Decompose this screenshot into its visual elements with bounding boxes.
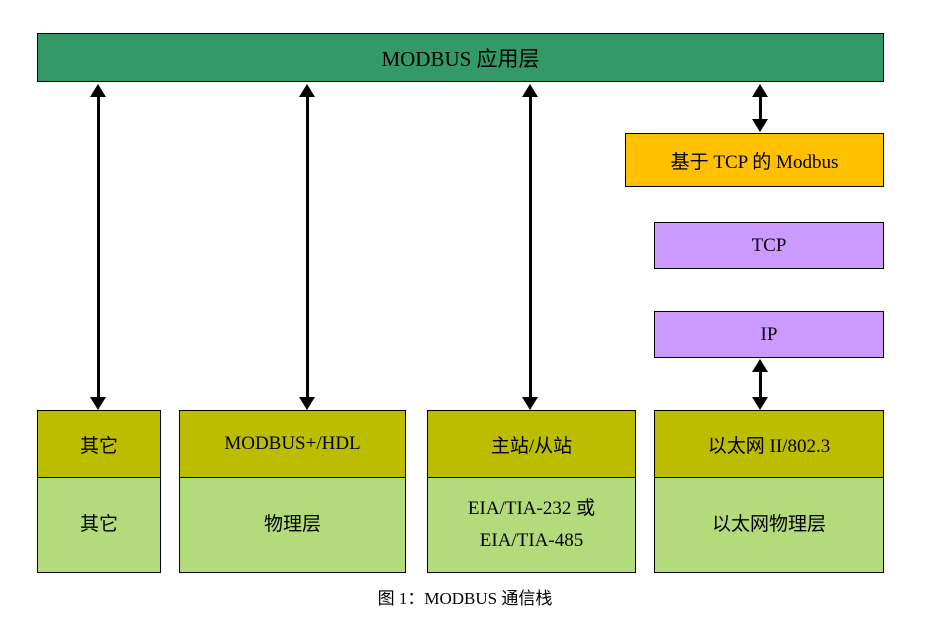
col3-top-box: 主站/从站 [427,410,636,478]
modbus-over-tcp-box: 基于 TCP 的 Modbus [625,133,884,187]
col1-bottom-box: 其它 [37,477,161,573]
col4-bottom-label: 以太网物理层 [711,513,826,535]
arrow-shaft [96,91,100,403]
arrow-shaft [758,366,762,403]
arrow-head-down [90,397,106,410]
col1-top-label: 其它 [79,435,118,457]
ip-box: IP [654,311,884,358]
arrow-shaft [758,91,762,125]
arrow-head-up [752,359,768,372]
col3-top-label: 主站/从站 [490,435,573,457]
col3-bottom-label-line1: EIA/TIA-232 或 [467,497,596,519]
tcp-box: TCP [654,222,884,269]
col1-top-box: 其它 [37,410,161,478]
col2-top-box: MODBUS+/HDL [179,410,406,478]
modbus-application-layer-box: MODBUS 应用层 [37,33,884,82]
figure-caption-text: 图 1：MODBUS 通信栈 [377,589,553,608]
arrow-head-down [752,119,768,132]
col4-top-box: 以太网 II/802.3 [654,410,884,478]
arrow-head-down [522,397,538,410]
arrow-shaft [305,91,309,403]
double-arrow-icon-col1 [90,84,106,410]
col2-top-label: MODBUS+/HDL [224,433,361,454]
arrow-head-down [752,397,768,410]
double-arrow-icon-col3 [522,84,538,410]
double-arrow-icon-app-to-tcpmodbus [752,84,768,132]
arrow-shaft [528,91,532,403]
col2-bottom-box: 物理层 [179,477,406,573]
arrow-head-up [752,84,768,97]
col3-bottom-label-line2: EIA/TIA-485 [479,530,584,551]
col1-bottom-label: 其它 [79,513,118,535]
arrow-head-up [522,84,538,97]
ip-label: IP [760,323,778,345]
col2-bottom-label: 物理层 [263,513,321,535]
col4-bottom-box: 以太网物理层 [654,477,884,573]
double-arrow-icon-ip-to-ethernet [752,359,768,410]
double-arrow-icon-col2 [299,84,315,410]
modbus-over-tcp-label: 基于 TCP 的 Modbus [670,151,839,173]
figure-caption: 图 1：MODBUS 通信栈 [0,584,930,609]
arrow-head-down [299,397,315,410]
col4-top-label: 以太网 II/802.3 [707,435,831,457]
tcp-label: TCP [751,234,787,256]
col3-bottom-box: EIA/TIA-232 或 EIA/TIA-485 [427,477,636,573]
arrow-head-up [90,84,106,97]
modbus-application-layer-label: MODBUS 应用层 [381,46,540,71]
arrow-head-up [299,84,315,97]
